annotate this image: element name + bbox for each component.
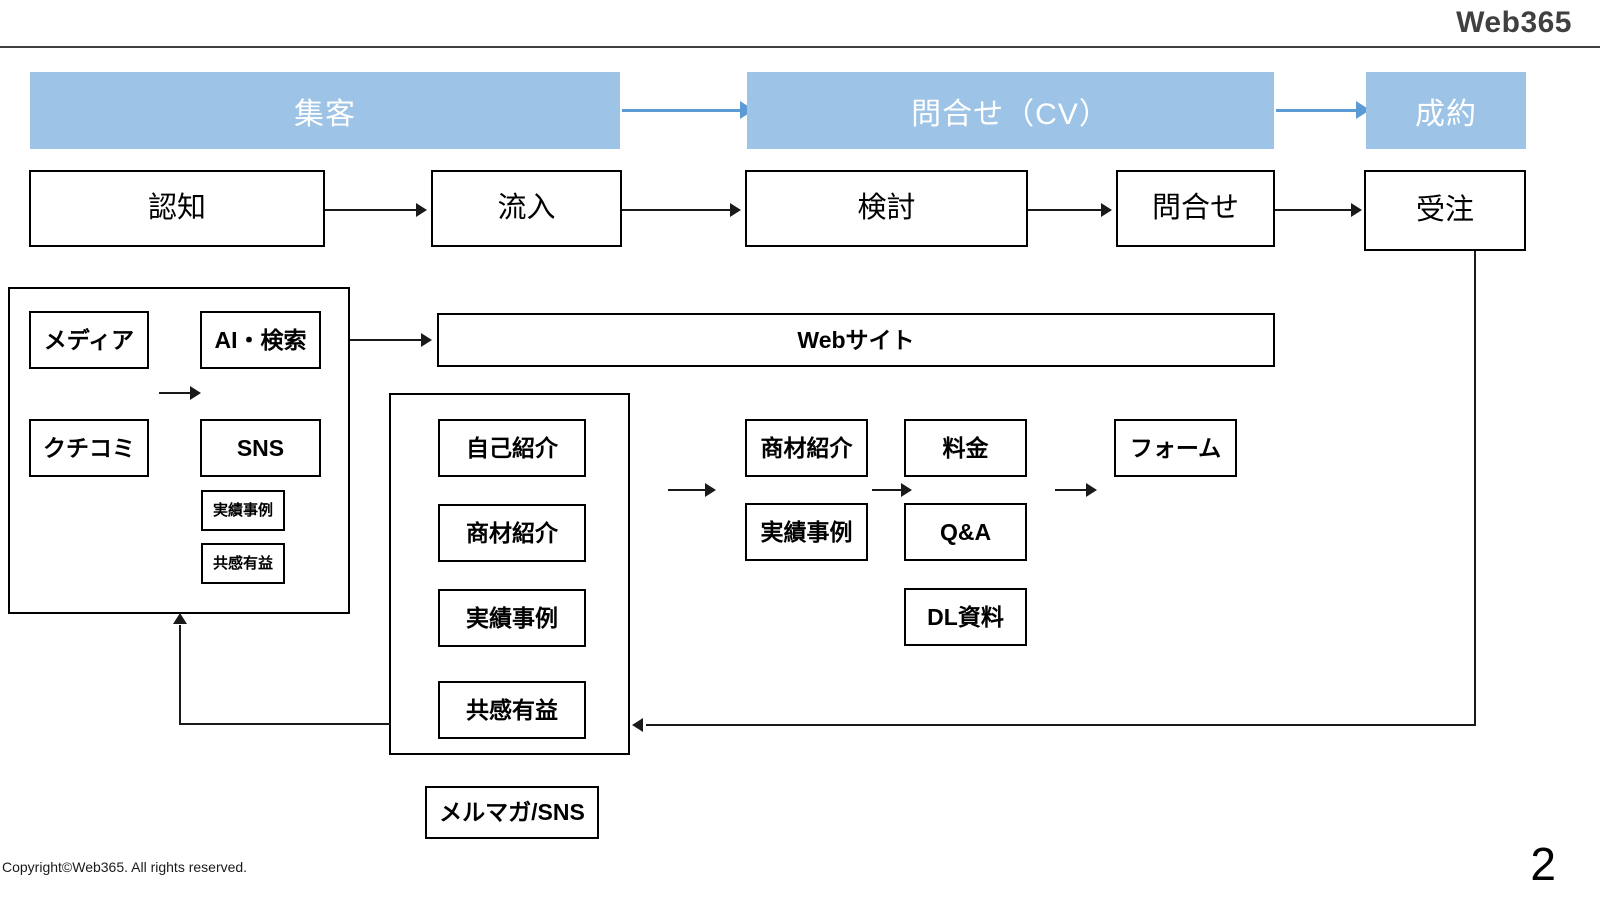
nurture-box-self-intro: 自己紹介 [438,419,586,477]
stage-box-order: 受注 [1364,170,1526,251]
phase-label: 問合せ（CV） [911,97,1110,131]
consideration-box-product-intro: 商材紹介 [745,419,868,477]
page-number: 2 [1530,838,1556,890]
stage-connector-1-arrow-icon [416,203,427,217]
channel-inner-arrow-icon [190,386,201,400]
channel-label: SNS [236,434,285,461]
decision-label: 料金 [942,434,989,461]
content-connector-1 [668,489,707,491]
stage-box-consideration: 検討 [745,170,1028,247]
phase-connector-1 [622,109,742,112]
stage-connector-2 [622,209,732,211]
nurture-box-case-studies: 実績事例 [438,589,586,647]
channel-sub-box-case-studies: 実績事例 [201,490,285,531]
stage-connector-2-arrow-icon [730,203,741,217]
feedback-loop-arrow-icon [632,718,643,732]
consideration-label: 商材紹介 [760,434,853,461]
nurture-content-group [389,393,630,755]
nurture-box-product-intro: 商材紹介 [438,504,586,562]
phase-label: 集客 [294,97,356,131]
decision-box-dl-material: DL資料 [904,588,1027,646]
content-connector-1-arrow-icon [705,483,716,497]
channel-label: AI・検索 [214,326,307,353]
nurture-label: 実績事例 [466,604,558,631]
feedback-loop-horizontal-to-nurture [646,724,1476,726]
conversion-label: フォーム [1129,434,1222,461]
content-connector-2-arrow-icon [901,483,912,497]
channel-box-ai-search: AI・検索 [200,311,321,369]
phase-box-contract: 成約 [1366,72,1526,149]
stage-box-traffic: 流入 [431,170,622,247]
feedback-loop-left-horizontal [179,723,391,725]
channel-box-reviews: クチコミ [29,419,149,477]
website-bar: Webサイト [437,313,1275,367]
phase-box-acquisition: 集客 [30,72,620,149]
nurture-label: 自己紹介 [466,434,558,461]
nurture-box-empathy: 共感有益 [438,681,586,739]
channel-label: クチコミ [43,434,135,461]
channel-box-sns: SNS [200,419,321,477]
mailmagazine-box: メルマガ/SNS [425,786,599,839]
channel-label: メディア [43,326,135,353]
mailmagazine-label: メルマガ/SNS [439,799,585,826]
stage-connector-3 [1028,209,1103,211]
stage-box-awareness: 認知 [29,170,325,247]
stage-label: 問合せ [1151,191,1239,224]
content-connector-3 [1055,489,1088,491]
consideration-box-case-studies: 実績事例 [745,503,868,561]
feedback-loop-left-arrow-icon [173,613,187,624]
stage-label: 流入 [497,191,556,224]
connector-awareness-to-website-arrow-icon [421,333,432,347]
stage-label: 受注 [1415,193,1474,226]
stage-connector-1 [325,209,418,211]
channel-sub-box-empathy: 共感有益 [201,543,285,584]
phase-label: 成約 [1415,97,1477,131]
nurture-label: 商材紹介 [466,519,558,546]
phase-connector-2 [1276,109,1358,112]
channel-box-media: メディア [29,311,149,369]
nurture-label: 共感有益 [466,696,558,723]
website-label: Webサイト [797,326,915,353]
brand-logo: Web365 [1456,6,1572,39]
stage-label: 検討 [857,191,916,224]
channel-sub-label: 共感有益 [212,554,273,572]
feedback-loop-left-vertical [179,625,181,724]
decision-label: DL資料 [927,603,1004,630]
channel-sub-label: 実績事例 [212,501,273,519]
decision-label: Q&A [939,518,992,545]
copyright-text: Copyright©Web365. All rights reserved. [2,859,248,875]
stage-connector-4 [1275,209,1353,211]
phase-box-inquiry: 問合せ（CV） [747,72,1274,149]
decision-box-qa: Q&A [904,503,1027,561]
decision-box-pricing: 料金 [904,419,1027,477]
stage-connector-4-arrow-icon [1351,203,1362,217]
channel-inner-connector [159,392,192,394]
content-connector-3-arrow-icon [1086,483,1097,497]
header-divider [0,46,1600,48]
content-connector-2 [872,489,903,491]
feedback-loop-right-vertical [1474,251,1476,725]
conversion-box-form: フォーム [1114,419,1237,477]
stage-box-inquiry: 問合せ [1116,170,1275,247]
stage-label: 認知 [147,191,206,224]
consideration-label: 実績事例 [760,518,853,545]
connector-awareness-to-website [350,339,423,341]
stage-connector-3-arrow-icon [1101,203,1112,217]
